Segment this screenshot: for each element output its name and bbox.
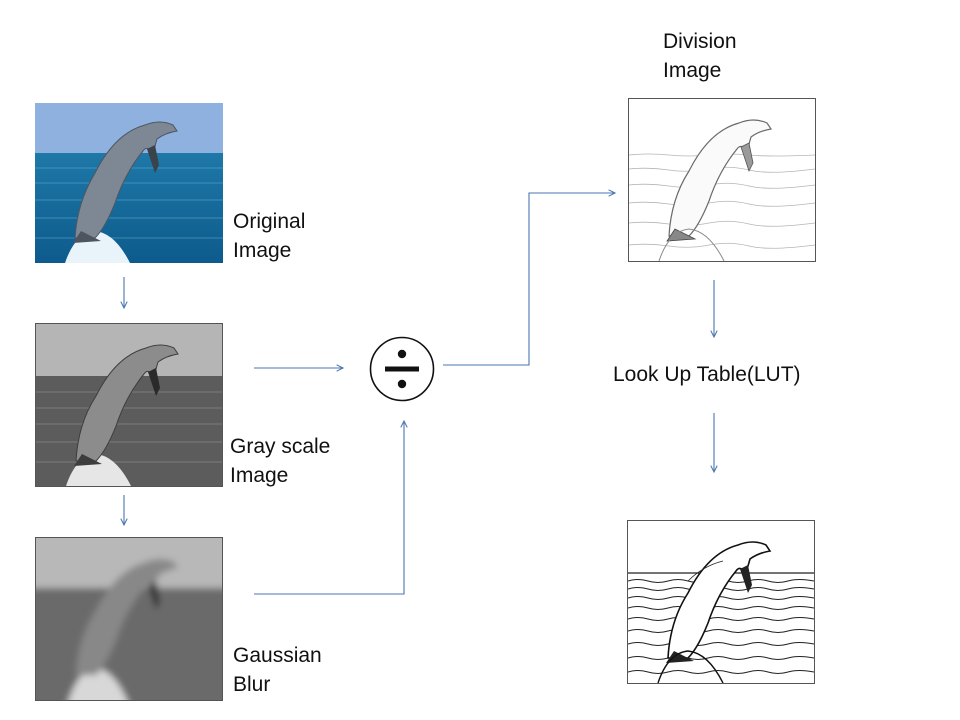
original-image xyxy=(35,103,223,263)
original-image-label: Original Image xyxy=(233,210,306,262)
lut-result-image xyxy=(627,520,815,684)
gaussian-blur-label: Gaussian Blur xyxy=(233,644,322,696)
grayscale-image xyxy=(35,323,223,487)
lut-label: Look Up Table(LUT) xyxy=(613,363,801,386)
divide-operator xyxy=(369,336,435,402)
gaussian-blur-image xyxy=(35,537,223,701)
grayscale-image-label: Gray scale Image xyxy=(230,435,331,487)
arrow-blur-to-divide xyxy=(254,421,404,595)
arrow-divide-to-division xyxy=(443,193,615,366)
division-image-label: Division Image xyxy=(663,30,737,82)
division-image xyxy=(628,98,816,262)
